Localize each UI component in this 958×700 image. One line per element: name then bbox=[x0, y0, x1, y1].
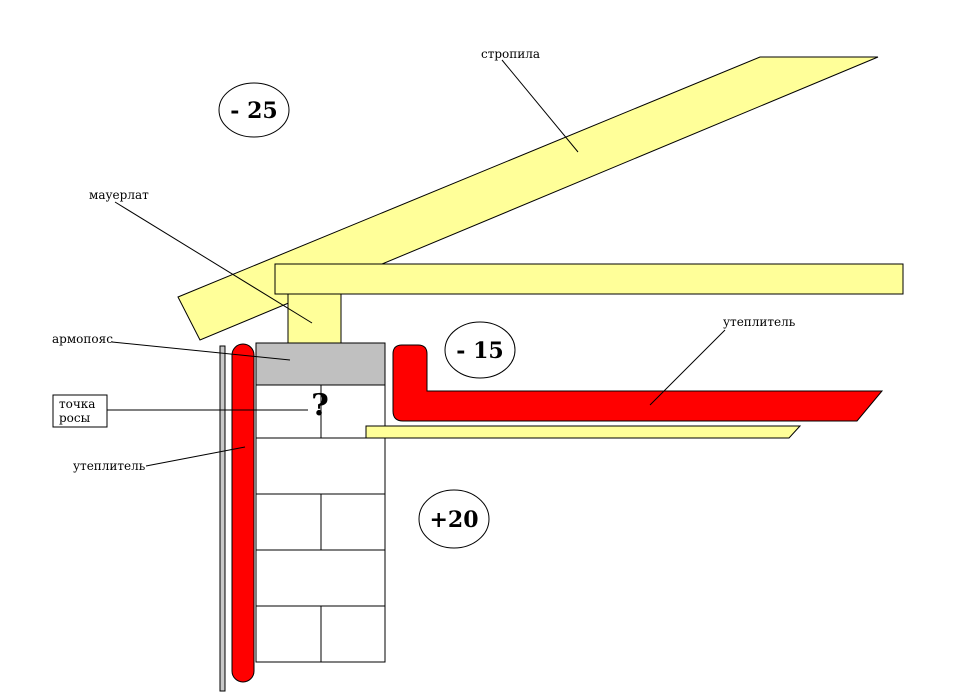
attic-temp: - 15 bbox=[456, 338, 503, 364]
rafter-label: стропила bbox=[481, 47, 540, 61]
inside-temp-circle bbox=[418, 489, 490, 549]
wall-insulation bbox=[231, 343, 255, 683]
mauerlat-leader bbox=[114, 201, 313, 324]
armopoyas-label: армопояс bbox=[52, 332, 113, 346]
dew-point-label-line2: росы bbox=[59, 411, 91, 425]
facade-cladding bbox=[219, 345, 226, 692]
dew-point-question-mark: ? bbox=[311, 388, 329, 423]
dew-point-label-line1: точка bbox=[59, 397, 95, 411]
ceiling-board bbox=[365, 425, 802, 439]
ceiling-insulation-leader bbox=[649, 329, 726, 406]
rafter-leader bbox=[501, 59, 579, 153]
brick-wall bbox=[255, 384, 386, 663]
mauerlat bbox=[287, 293, 342, 345]
outside-temp-circle bbox=[218, 82, 290, 138]
armopoyas bbox=[255, 342, 386, 386]
inside-temp: +20 bbox=[429, 507, 478, 533]
attic-temp-circle bbox=[444, 321, 516, 379]
ceiling-insulation-label: утеплитель bbox=[723, 315, 796, 329]
wall-insulation-leader bbox=[145, 446, 246, 467]
dew-point-label-box bbox=[52, 394, 108, 428]
armopoyas-leader bbox=[111, 341, 291, 361]
outside-temp: - 25 bbox=[230, 98, 277, 124]
ceiling-joist bbox=[274, 263, 904, 295]
wall-insulation-label: утеплитель bbox=[73, 459, 146, 473]
ceiling-insulation bbox=[392, 344, 884, 422]
mauerlat-label: мауерлат bbox=[89, 188, 149, 202]
